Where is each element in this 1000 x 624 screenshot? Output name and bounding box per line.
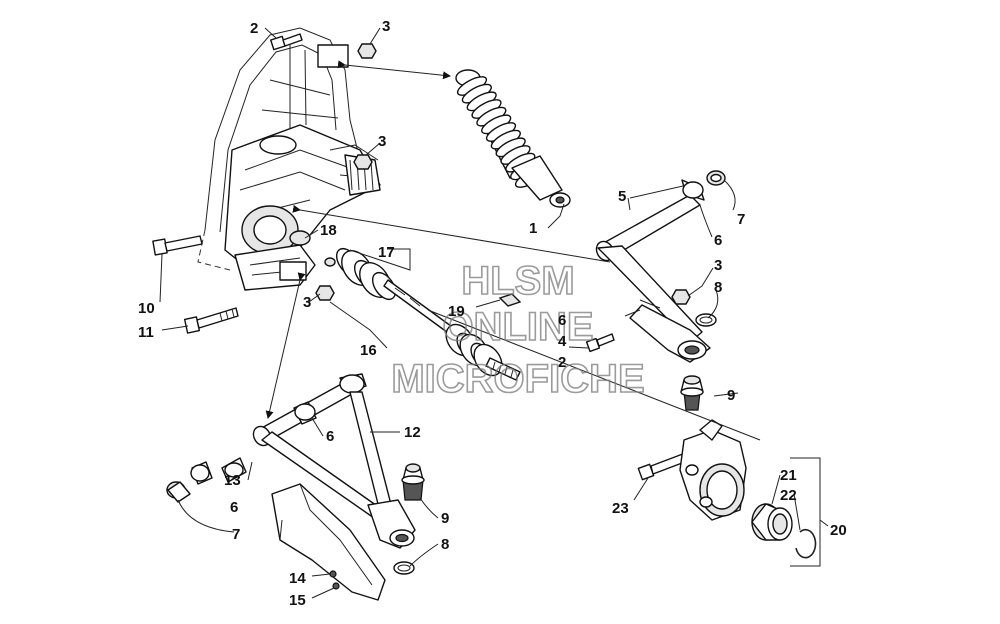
bolt-11 — [183, 307, 239, 334]
callout-2-upper-bolt: 2 — [250, 20, 258, 37]
lower-a-arm — [166, 373, 416, 575]
callout-3-middle-nut: 3 — [378, 133, 386, 150]
callout-22-snap-ring: 22 — [780, 487, 797, 504]
callout-15: 15 — [289, 592, 306, 609]
bolt-10 — [152, 235, 203, 256]
callout-3-left-nut: 3 — [303, 294, 311, 311]
callout-5-shaft: 5 — [618, 188, 626, 205]
nut-3-middle — [353, 154, 373, 170]
callout-1-shock: 1 — [529, 220, 537, 237]
watermark: HLSM ONLINE MICROFICHE — [391, 258, 646, 402]
shock-absorber — [455, 69, 571, 208]
callout-6-upper-bushing: 6 — [714, 232, 722, 249]
callout-16-axle: 16 — [360, 342, 377, 359]
callout-12-lower-arm: 12 — [404, 424, 421, 441]
watermark-line-3: MICROFICHE — [391, 357, 644, 401]
bolt-2-lower — [585, 333, 615, 353]
callout-2-lower-bolt: 2 — [558, 354, 566, 371]
watermark-line-1: HLSM — [461, 259, 574, 303]
snap-ring — [795, 528, 817, 559]
callout-4: 4 — [558, 333, 567, 350]
callout-3-right-nut: 3 — [714, 257, 722, 274]
callout-13-shaft: 13 — [224, 472, 241, 489]
callout-21-bearing: 21 — [780, 467, 797, 484]
callout-17-inner-boot: 17 — [378, 244, 395, 261]
upper-arm-mount-arrow — [292, 204, 611, 263]
callout-10-bolt: 10 — [138, 300, 155, 317]
ball-joint-upper — [680, 375, 704, 411]
bolt-23 — [637, 451, 691, 481]
callout-8-lower-ring: 8 — [441, 536, 449, 553]
cv-boot-inner — [335, 247, 397, 301]
callout-23-bolt: 23 — [612, 500, 629, 517]
callout-11-bolt: 11 — [138, 324, 154, 341]
watermark-line-2: ONLINE — [442, 305, 593, 349]
callout-6-middle-bushing: 6 — [558, 312, 566, 329]
callout-20-knuckle-assembly: 20 — [830, 522, 847, 539]
frame-assembly — [197, 27, 381, 291]
callout-9-lower-ball-joint: 9 — [441, 510, 449, 527]
callout-18: 18 — [320, 222, 337, 239]
bracket-20 — [790, 457, 821, 567]
nut-3-right — [671, 289, 691, 305]
bolt-2-upper — [270, 33, 303, 51]
shock-mount-arrow — [337, 60, 451, 80]
ball-joint-lower — [401, 463, 425, 501]
callout-19: 19 — [448, 303, 465, 320]
callout-8-upper-ring: 8 — [714, 279, 722, 296]
callout-9-upper-ball-joint: 9 — [727, 387, 735, 404]
callout-3-upper-nut: 3 — [382, 18, 390, 35]
callout-7-lower-seal: 7 — [232, 526, 240, 543]
leader-lines — [159, 27, 801, 599]
lower-arm-mount-arrow — [265, 272, 306, 419]
steering-knuckle — [679, 419, 747, 521]
cv-boot-outer — [445, 323, 503, 377]
nut-3-upper — [357, 43, 377, 59]
callout-labels: 2 3 3 1 5 7 6 18 17 3 8 10 3 11 19 6 4 1… — [138, 18, 847, 609]
callout-14: 14 — [289, 570, 306, 587]
wheel-bearing — [751, 503, 793, 541]
upper-a-arm — [498, 170, 726, 363]
callout-7-upper-seal: 7 — [737, 211, 745, 228]
nut-3-left — [315, 285, 335, 301]
drive-axle — [289, 230, 521, 381]
callout-6-lower-rear-bushing: 6 — [230, 499, 238, 516]
callout-6-lower-front-bushing: 6 — [326, 428, 334, 445]
